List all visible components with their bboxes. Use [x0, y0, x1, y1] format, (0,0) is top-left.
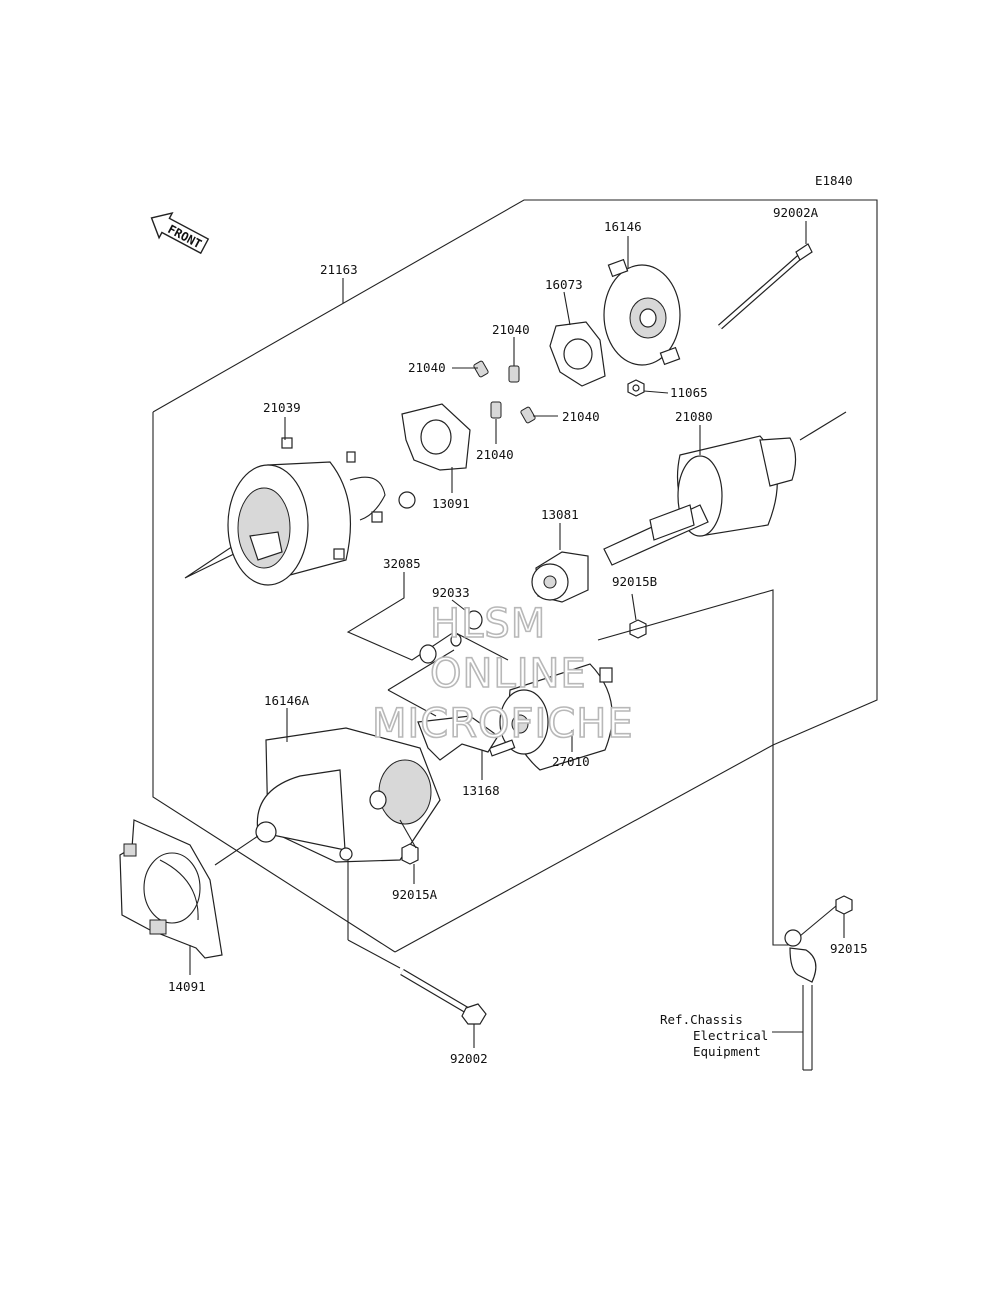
solenoid-part: [488, 663, 613, 771]
label-21039: 21039: [263, 400, 301, 415]
reference-note-line-2: Electrical: [693, 1028, 768, 1043]
shift-lever-part: [417, 715, 499, 761]
label-32085: 32085: [383, 556, 421, 571]
yoke-housing-part: [184, 437, 416, 586]
watermark-line-3: MICROFICHE: [372, 701, 634, 747]
label-16146: 16146: [604, 219, 642, 234]
front-housing-part: [214, 727, 441, 866]
brush-plate-part: [549, 321, 606, 387]
circlip-part: [419, 610, 483, 664]
ground-cable-part: [772, 895, 853, 1071]
label-92002: 92002: [450, 1051, 488, 1066]
label-21040-top: 21040: [492, 322, 530, 337]
label-11065: 11065: [670, 385, 708, 400]
cover-14091-part: [119, 819, 223, 959]
diagram-code: E1840: [815, 173, 853, 188]
label-13168: 13168: [462, 783, 500, 798]
reference-note-line-1: Ref.Chassis: [660, 1012, 743, 1027]
label-16073: 16073: [545, 277, 583, 292]
reference-note-line-3: Equipment: [693, 1044, 761, 1059]
label-21040-right: 21040: [562, 409, 600, 424]
label-21080: 21080: [675, 409, 713, 424]
label-13081: 13081: [541, 507, 579, 522]
label-21040-left: 21040: [408, 360, 446, 375]
watermark-line-1: HLSM: [430, 601, 546, 647]
kit-outline: [346, 572, 509, 717]
armature-part: [603, 411, 847, 566]
nut-92015a-part: [399, 819, 419, 865]
label-92015a: 92015A: [392, 887, 438, 902]
bolt-92002-part: [347, 860, 487, 1025]
front-arrow-icon: FRONT: [150, 212, 210, 255]
label-16146a: 16146A: [264, 693, 310, 708]
label-27010: 27010: [552, 754, 590, 769]
nut-11065-part: [627, 379, 645, 397]
label-21040-bottom: 21040: [476, 447, 514, 462]
label-92033: 92033: [432, 585, 470, 600]
rear-cover-part: [603, 258, 681, 366]
pinion-gear-part: [531, 551, 589, 603]
watermark-line-2: ONLINE: [430, 651, 587, 697]
assembly-frame: [152, 199, 878, 953]
label-13091: 13091: [432, 496, 470, 511]
long-bolt-part: [718, 243, 813, 330]
watermark: HLSM ONLINE MICROFICHE: [371, 600, 634, 748]
brush-springs-part: [473, 360, 536, 424]
label-21163: 21163: [320, 262, 358, 277]
label-14091: 14091: [168, 979, 206, 994]
brush-holder-part: [401, 403, 471, 471]
label-92015b: 92015B: [612, 574, 657, 589]
label-92002a: 92002A: [773, 205, 819, 220]
label-92015: 92015: [830, 941, 868, 956]
